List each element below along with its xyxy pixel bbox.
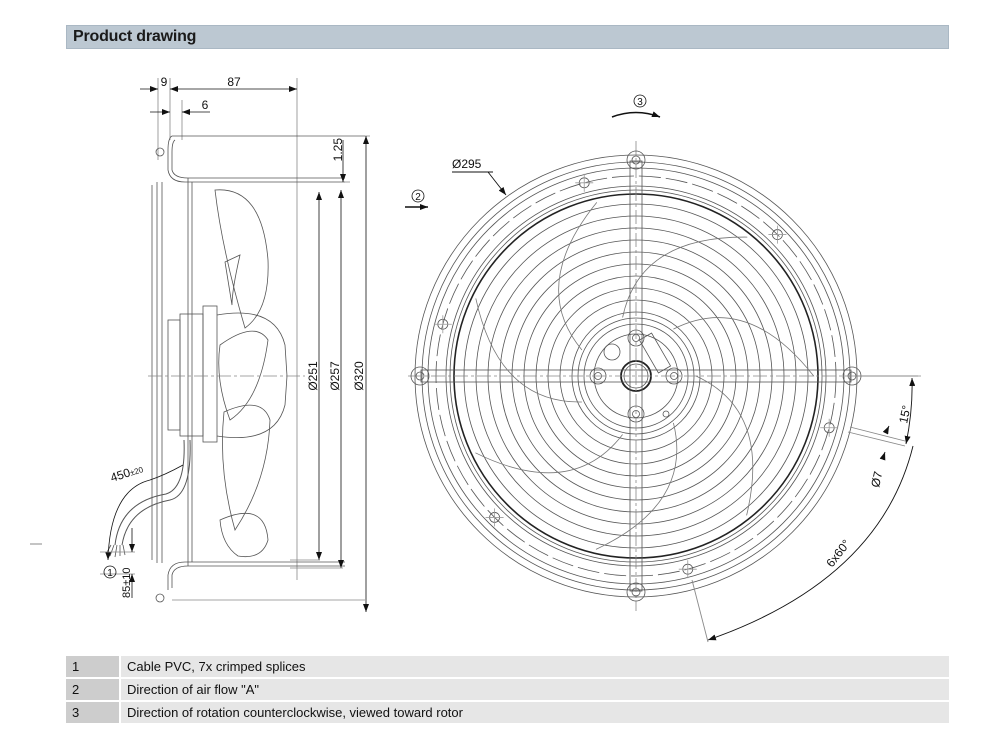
mounting-hole [626, 150, 646, 170]
svg-text:1: 1 [107, 568, 113, 579]
dim-6: 6 [202, 98, 209, 112]
legend-description: Cable PVC, 7x crimped splices [121, 656, 949, 677]
callout-2: 2 [411, 189, 425, 203]
ground-screw [662, 410, 670, 418]
legend-description: Direction of rotation counterclockwise, … [121, 702, 949, 723]
svg-text:2: 2 [415, 192, 421, 203]
legend-number: 3 [66, 702, 119, 723]
svg-text:3: 3 [637, 97, 643, 108]
mounting-hole-inner [631, 587, 641, 597]
section-header: Product drawing [66, 25, 949, 49]
dim-dia-295: Ø295 [452, 157, 482, 171]
front-view-annotations [405, 111, 918, 643]
dim-dia-251: Ø251 [306, 361, 320, 391]
side-view [105, 78, 365, 603]
mounting-hole [410, 366, 430, 386]
impeller-blade [558, 202, 598, 351]
dim-dia-320: Ø320 [352, 361, 366, 391]
impeller-blade [475, 298, 582, 403]
cable-gland [603, 343, 621, 361]
legend-table: 1 Cable PVC, 7x crimped splices 2 Direct… [66, 656, 949, 725]
dim-hole-dia-7: Ø7 [868, 470, 885, 489]
dim-1-25: 1.25 [331, 138, 345, 162]
legend-row: 3 Direction of rotation counterclockwise… [66, 702, 949, 723]
legend-number: 1 [66, 656, 119, 677]
impeller-blade [622, 236, 748, 318]
dim-87: 87 [227, 75, 241, 89]
mounting-hole [626, 582, 646, 602]
callout-3: 3 [633, 94, 647, 108]
front-view [408, 141, 921, 611]
side-view-dimensions [100, 135, 370, 612]
dim-strip-length: 85±10 [121, 567, 133, 598]
dim-dia-257: Ø257 [328, 361, 342, 391]
impeller-blade [695, 375, 754, 516]
impeller-blade [673, 317, 815, 377]
dim-angle-15: 15° [896, 404, 914, 425]
impeller-blade [475, 434, 623, 474]
rating-label [638, 332, 672, 374]
legend-description: Direction of air flow "A" [121, 679, 949, 700]
dim-cable-length: 450±20 [109, 461, 146, 485]
legend-number: 2 [66, 679, 119, 700]
section-title: Product drawing [73, 28, 197, 45]
dim-hole-pattern: 6x60° [823, 537, 853, 570]
mounting-hole-inner [631, 155, 641, 165]
callout-1: 1 [103, 565, 117, 579]
dim-9: 9 [161, 75, 168, 89]
legend-row: 2 Direction of air flow "A" [66, 679, 949, 700]
mounting-hole-inner [415, 371, 425, 381]
impeller-blade [595, 422, 678, 550]
legend-row: 1 Cable PVC, 7x crimped splices [66, 656, 949, 677]
